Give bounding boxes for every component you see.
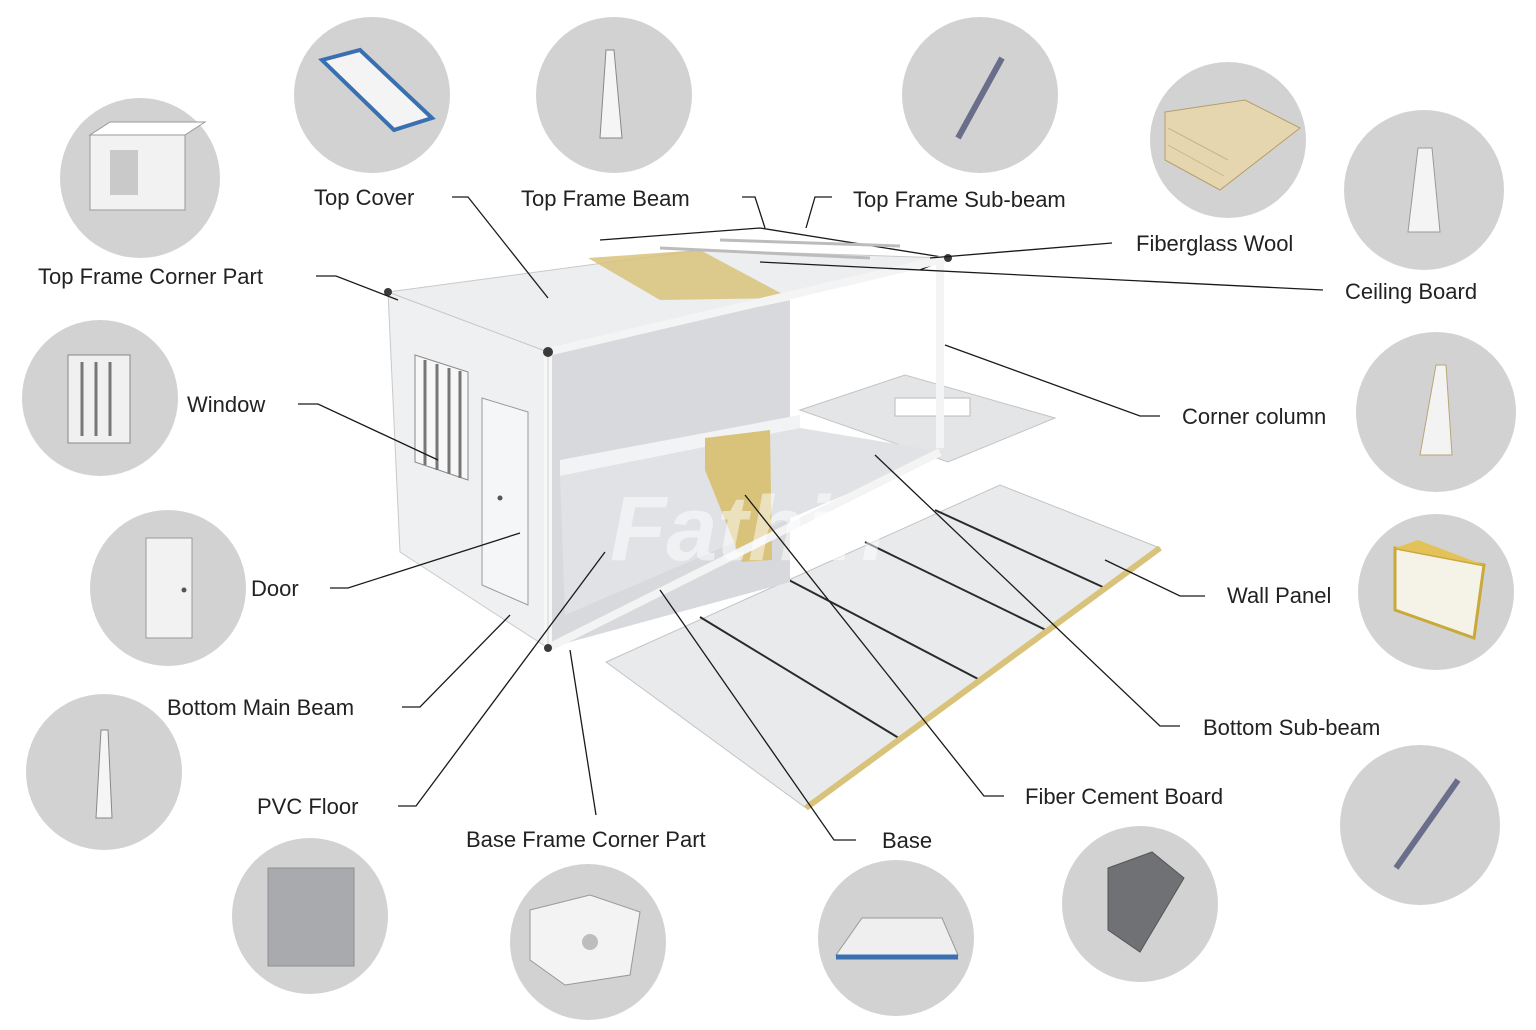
label-bottom-sub-beam: Bottom Sub-beam bbox=[1203, 715, 1380, 740]
label-corner-column: Corner column bbox=[1182, 404, 1326, 429]
label-window: Window bbox=[187, 392, 265, 417]
label-top-frame-sub-beam: Top Frame Sub-beam bbox=[853, 187, 1066, 212]
thumb-pvc-floor bbox=[232, 838, 388, 994]
leader-lines bbox=[298, 196, 1324, 841]
label-base-frame-corner-part: Base Frame Corner Part bbox=[466, 827, 706, 852]
label-pvc-floor: PVC Floor bbox=[257, 794, 358, 819]
label-top-cover: Top Cover bbox=[314, 185, 414, 210]
thumb-ceiling-board bbox=[1344, 110, 1504, 270]
thumb-window bbox=[22, 320, 178, 476]
label-fiber-cement-board: Fiber Cement Board bbox=[1025, 784, 1223, 809]
thumb-corner-column bbox=[1356, 332, 1516, 492]
thumb-bottom-main-beam bbox=[26, 694, 182, 850]
floor-panels bbox=[605, 484, 1162, 811]
label-wall-panel: Wall Panel bbox=[1227, 583, 1331, 608]
label-fiberglass-wool: Fiberglass Wool bbox=[1136, 231, 1293, 256]
thumb-wall-panel bbox=[1358, 514, 1514, 670]
container-body bbox=[384, 227, 952, 652]
thumb-base bbox=[818, 860, 974, 1016]
label-base: Base bbox=[882, 828, 932, 853]
labels: Top Cover Top Frame Beam Top Frame Sub-b… bbox=[38, 185, 1477, 853]
thumb-fiber-cement-board bbox=[1062, 826, 1218, 982]
watermark: Fathin bbox=[610, 478, 886, 580]
thumb-door bbox=[90, 510, 246, 666]
label-bottom-main-beam: Bottom Main Beam bbox=[167, 695, 354, 720]
label-top-frame-beam: Top Frame Beam bbox=[521, 186, 690, 211]
label-ceiling-board: Ceiling Board bbox=[1345, 279, 1477, 304]
thumb-bottom-sub-beam bbox=[1340, 745, 1500, 905]
thumb-top-frame-corner-part bbox=[60, 98, 220, 258]
thumb-top-frame-beam bbox=[536, 17, 692, 173]
thumb-top-frame-sub-beam bbox=[902, 17, 1058, 173]
thumb-base-frame-corner-part bbox=[510, 864, 666, 1020]
thumb-top-cover bbox=[294, 17, 450, 173]
thumb-fiberglass-wool bbox=[1150, 62, 1306, 218]
label-top-frame-corner-part: Top Frame Corner Part bbox=[38, 264, 263, 289]
label-door: Door bbox=[251, 576, 299, 601]
wall-panel-piece bbox=[798, 374, 1057, 463]
